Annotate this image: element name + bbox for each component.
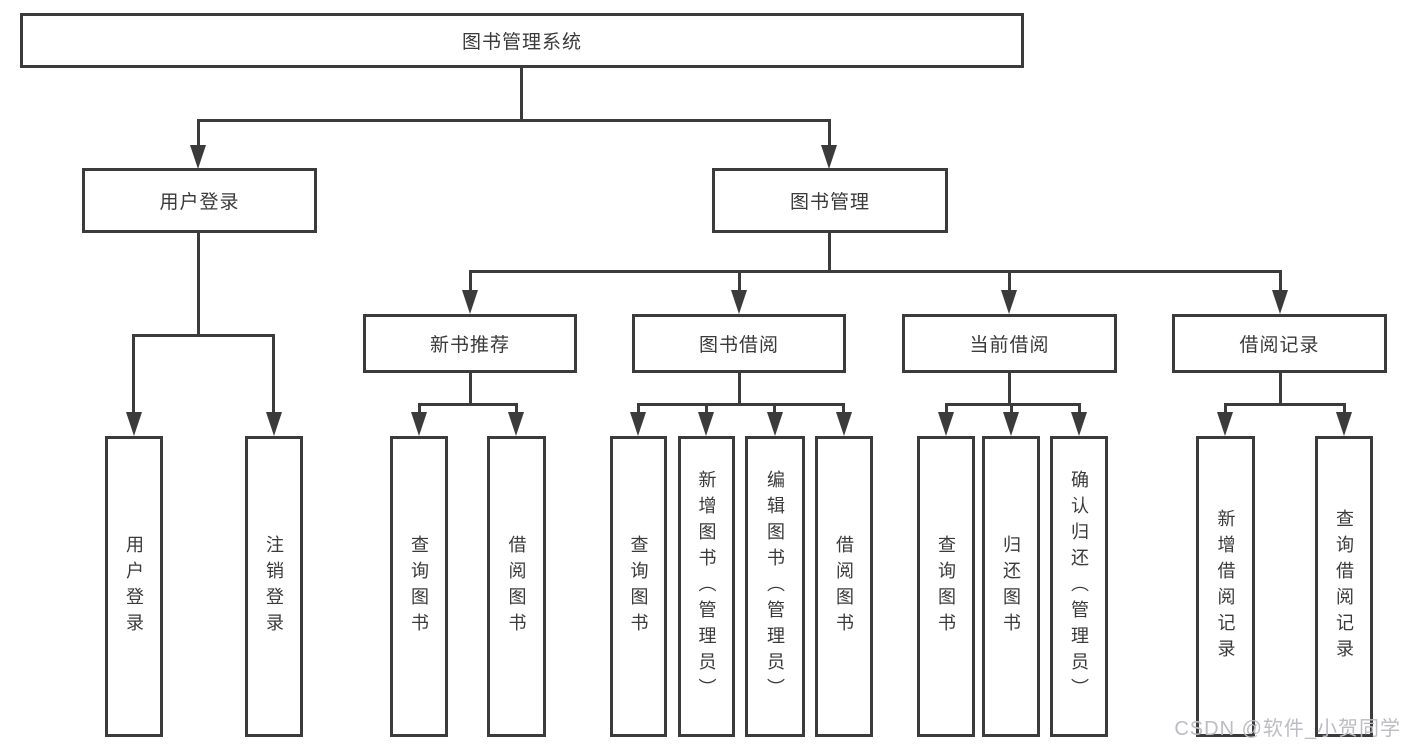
- node-new-book-recommend-label: 新书推荐: [429, 335, 510, 356]
- leaf-query-books-current: 查询图书: [917, 436, 975, 737]
- leaf-edit-books-admin: 编辑图书（管理员）: [745, 436, 805, 737]
- leaf-borrow-books: 借阅图书: [815, 436, 873, 737]
- connector-book-management-hbar: [469, 270, 1282, 273]
- leaf-label: 借阅图书: [506, 534, 527, 639]
- connector-drop-leaf: [272, 334, 275, 414]
- connector-drop-book-borrow: [738, 270, 741, 292]
- connector-drop-user-login: [197, 119, 200, 147]
- connector-drop-leaf: [1078, 403, 1081, 415]
- connector-drop-leaf: [945, 403, 948, 415]
- connector-book-borrow-stem: [738, 373, 741, 405]
- leaf-label: 查询图书: [409, 534, 429, 639]
- arrowhead-down-icon: [731, 290, 747, 314]
- leaf-label: 新增图书（管理员）: [696, 469, 717, 704]
- leaf-query-borrow-record: 查询借阅记录: [1315, 436, 1373, 737]
- connector-user-login-hbar: [132, 334, 275, 337]
- connector-book-management-stem: [828, 233, 831, 272]
- arrowhead-down-icon: [1336, 412, 1352, 436]
- node-current-borrow: 当前借阅: [902, 314, 1117, 373]
- connector-new-book-recommend-stem: [469, 373, 472, 405]
- leaf-label: 新增借阅记录: [1215, 508, 1236, 665]
- connector-drop-new-book-recommend: [469, 270, 472, 292]
- connector-drop-leaf: [515, 403, 518, 415]
- leaf-label: 借阅图书: [834, 534, 854, 639]
- node-book-management-label: 图书管理: [789, 192, 870, 213]
- node-new-book-recommend: 新书推荐: [363, 314, 577, 373]
- leaf-label: 编辑图书（管理员）: [765, 469, 785, 704]
- node-current-borrow-label: 当前借阅: [969, 335, 1050, 356]
- arrowhead-down-icon: [767, 412, 783, 436]
- arrowhead-down-icon: [821, 145, 837, 169]
- arrowhead-down-icon: [190, 145, 206, 169]
- connector-drop-leaf: [418, 403, 421, 415]
- leaf-add-borrow-record: 新增借阅记录: [1196, 436, 1255, 737]
- connector-drop-leaf: [1010, 403, 1013, 415]
- arrowhead-down-icon: [508, 412, 524, 436]
- node-book-borrow: 图书借阅: [632, 314, 846, 373]
- connector-drop-leaf: [705, 403, 708, 415]
- connector-drop-current-borrow: [1008, 270, 1011, 292]
- arrowhead-down-icon: [1272, 290, 1288, 314]
- arrowhead-down-icon: [266, 412, 282, 436]
- connector-root-stem: [520, 68, 523, 121]
- leaf-user-login: 用户登录: [105, 436, 163, 737]
- connector-drop-leaf: [773, 403, 776, 415]
- connector-drop-leaf: [637, 403, 640, 415]
- connector-root-hbar: [197, 119, 831, 122]
- leaf-confirm-return-admin: 确认归还（管理员）: [1050, 436, 1108, 737]
- node-user-login-label: 用户登录: [159, 192, 240, 213]
- leaf-borrow-books-recommend: 借阅图书: [487, 436, 546, 737]
- leaf-label: 确认归还（管理员）: [1069, 469, 1089, 704]
- connector-drop-borrow-record: [1279, 270, 1282, 292]
- arrowhead-down-icon: [1001, 290, 1017, 314]
- node-borrow-record: 借阅记录: [1172, 314, 1387, 373]
- node-borrow-record-label: 借阅记录: [1239, 335, 1320, 356]
- arrowhead-down-icon: [1071, 412, 1087, 436]
- arrowhead-down-icon: [1003, 412, 1019, 436]
- leaf-label: 用户登录: [124, 534, 144, 639]
- leaf-label: 查询图书: [936, 534, 956, 639]
- connector-user-login-stem: [197, 233, 200, 336]
- connector-drop-leaf: [1224, 403, 1227, 415]
- leaf-label: 查询借阅记录: [1334, 508, 1354, 665]
- connector-drop-leaf: [132, 334, 135, 414]
- connector-new-book-recommend-hbar: [418, 403, 518, 406]
- csdn-watermark: CSDN @软件_小贺同学: [1174, 718, 1401, 740]
- connector-book-borrow-hbar: [637, 403, 845, 406]
- node-root: 图书管理系统: [20, 13, 1024, 68]
- arrowhead-down-icon: [126, 412, 142, 436]
- leaf-add-books-admin: 新增图书（管理员）: [678, 436, 735, 737]
- arrowhead-down-icon: [630, 412, 646, 436]
- leaf-label: 查询图书: [628, 534, 649, 639]
- arrowhead-down-icon: [411, 412, 427, 436]
- node-user-login: 用户登录: [82, 168, 317, 233]
- connector-drop-leaf: [1343, 403, 1346, 415]
- leaf-label: 注销登录: [264, 534, 284, 639]
- arrowhead-down-icon: [938, 412, 954, 436]
- arrowhead-down-icon: [1217, 412, 1233, 436]
- arrowhead-down-icon: [462, 290, 478, 314]
- node-book-borrow-label: 图书借阅: [698, 335, 779, 356]
- leaf-logout: 注销登录: [245, 436, 303, 737]
- connector-borrow-record-stem: [1279, 373, 1282, 405]
- leaf-label: 归还图书: [1001, 534, 1021, 639]
- leaf-return-books: 归还图书: [982, 436, 1040, 737]
- node-book-management: 图书管理: [712, 168, 948, 233]
- connector-current-borrow-stem: [1008, 373, 1011, 405]
- arrowhead-down-icon: [836, 412, 852, 436]
- connector-drop-book-management: [828, 119, 831, 147]
- node-root-label: 图书管理系统: [461, 32, 582, 53]
- leaf-query-books-recommend: 查询图书: [390, 436, 448, 737]
- connector-borrow-record-hbar: [1224, 403, 1346, 406]
- leaf-query-books-borrow: 查询图书: [610, 436, 667, 737]
- arrowhead-down-icon: [698, 412, 714, 436]
- connector-drop-leaf: [842, 403, 845, 415]
